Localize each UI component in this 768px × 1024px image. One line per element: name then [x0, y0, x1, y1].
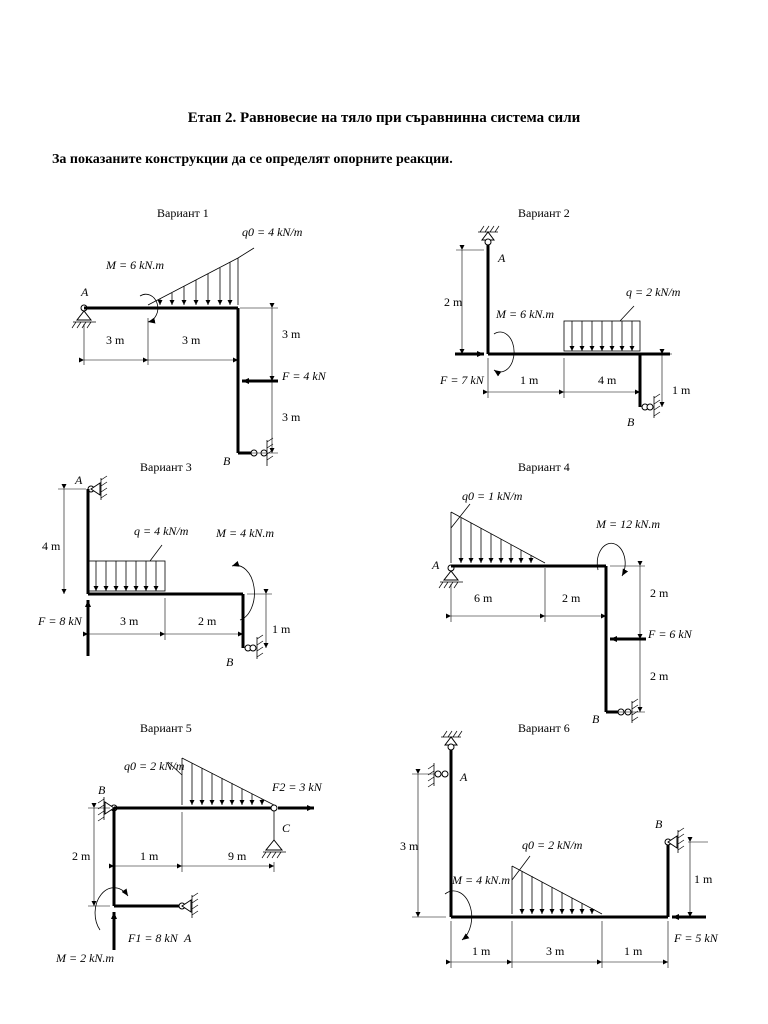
diagram-label: M = 4 kN.m — [451, 873, 510, 887]
diagram-label: M = 12 kN.m — [595, 517, 660, 531]
diagram-label: F = 8 kN — [37, 614, 83, 628]
pin-support-c — [261, 804, 286, 859]
diagram-label: 1 m — [272, 622, 291, 636]
moment-arrow — [444, 890, 473, 941]
diagram-label: F = 6 kN — [647, 627, 693, 641]
diagram-label: A — [459, 770, 468, 784]
moment-arrow — [596, 542, 629, 577]
diagram-label: 4 m — [42, 539, 61, 553]
task-statement: За показаните конструкции да се определя… — [52, 152, 453, 167]
diagram-label: q = 4 kN/m — [134, 524, 189, 538]
diagram-label: q0 = 2 kN/m — [522, 838, 583, 852]
variant-6-label: Вариант 6 — [518, 721, 570, 735]
variant-3-diagram: Вариант 3 A — [37, 460, 291, 669]
diagram-label: 1 m — [140, 849, 159, 863]
diagram-label: M = 6 kN.m — [495, 307, 554, 321]
hinge-support-b — [664, 827, 685, 853]
distributed-load-triangular — [511, 855, 603, 915]
variant-5-diagram: Вариант 5 B — [55, 721, 323, 965]
diagram-label: 3 m — [182, 333, 201, 347]
diagram-label: A — [183, 931, 192, 945]
diagram-label: q0 = 2 kN/m — [124, 759, 185, 773]
pin-support-a — [438, 564, 463, 589]
diagram-label: B — [98, 783, 106, 797]
diagram-label: 2 m — [650, 669, 669, 683]
diagram-label: F1 = 8 kN — [127, 931, 179, 945]
moment-arrow — [139, 293, 159, 324]
diagram-label: C — [282, 821, 291, 835]
distributed-load-uniform — [563, 305, 641, 352]
diagram-label: 4 m — [598, 373, 617, 387]
diagram-label: F = 5 kN — [673, 931, 719, 945]
diagram-label: F = 7 kN — [439, 373, 485, 387]
roller-support-b — [244, 634, 264, 659]
moment-arrow — [231, 560, 255, 621]
diagram-label: 1 m — [520, 373, 539, 387]
diagram-label: 2 m — [198, 614, 217, 628]
hinge-support-a — [87, 475, 108, 500]
variant-1-diagram: Вариант 1 A — [71, 206, 327, 468]
diagram-label: 2 m — [444, 295, 463, 309]
diagram-label: F2 = 3 kN — [271, 780, 323, 794]
variant-2-diagram: Вариант 2 A — [439, 206, 691, 429]
diagram-label: A — [497, 251, 506, 265]
diagram-label: 6 m — [474, 591, 493, 605]
diagram-label: A — [74, 473, 83, 487]
diagram-label: q = 2 kN/m — [626, 285, 681, 299]
diagram-label: A — [431, 558, 440, 572]
diagram-label: B — [226, 655, 234, 669]
diagram-label: B — [655, 817, 663, 831]
diagram-label: B — [223, 454, 231, 468]
roller-support-b — [641, 393, 661, 418]
diagram-label: 2 m — [562, 591, 581, 605]
diagram-label: q0 = 4 kN/m — [242, 225, 303, 239]
diagram-label: 1 m — [472, 944, 491, 958]
variant-6-diagram: Вариант 6 A — [400, 721, 719, 968]
hinge-support-a — [178, 892, 199, 918]
diagram-label: 3 m — [120, 614, 139, 628]
variant-3-label: Вариант 3 — [140, 460, 192, 474]
distributed-load-uniform — [87, 544, 166, 592]
diagram-label: 3 m — [546, 944, 565, 958]
diagram-label: M = 4 kN.m — [215, 526, 274, 540]
diagram-label: 3 m — [282, 327, 301, 341]
diagram-label: M = 2 kN.m — [55, 951, 114, 965]
variant-4-diagram: Вариант 4 A — [431, 460, 693, 726]
diagram-label: A — [80, 285, 89, 299]
diagram-label: B — [627, 415, 635, 429]
diagram-label: q0 = 1 kN/m — [462, 489, 523, 503]
distributed-load-triangular — [167, 757, 275, 806]
hinge-support-top — [441, 730, 463, 751]
diagram-label: 3 m — [400, 839, 419, 853]
diagram-label: 9 m — [228, 849, 247, 863]
distributed-load-triangular — [147, 247, 255, 306]
moment-arrow — [493, 331, 515, 377]
page-title: Етап 2. Равновесие на тяло при съравнинн… — [187, 110, 581, 126]
roller-support-b — [617, 698, 639, 723]
diagram-label: 1 m — [694, 872, 713, 886]
diagram-label: 3 m — [106, 333, 125, 347]
variant-1-label: Вариант 1 — [157, 206, 209, 220]
diagram-label: 2 m — [72, 849, 91, 863]
moment-arrow — [94, 887, 129, 931]
diagram-label: 1 m — [672, 383, 691, 397]
diagram-label: B — [592, 712, 600, 726]
diagram-label: 3 m — [282, 410, 301, 424]
diagram-label: 1 m — [624, 944, 643, 958]
diagram-label: F = 4 kN — [281, 369, 327, 383]
roller-support-a — [427, 763, 449, 788]
hinge-support-a — [478, 225, 500, 246]
distributed-load-triangular — [450, 503, 546, 564]
variant-5-label: Вариант 5 — [140, 721, 192, 735]
variant-2-label: Вариант 2 — [518, 206, 570, 220]
diagram-label: M = 6 kN.m — [105, 258, 164, 272]
diagram-label: 2 m — [650, 586, 669, 600]
variant-4-label: Вариант 4 — [518, 460, 570, 474]
roller-support-b — [250, 437, 274, 466]
